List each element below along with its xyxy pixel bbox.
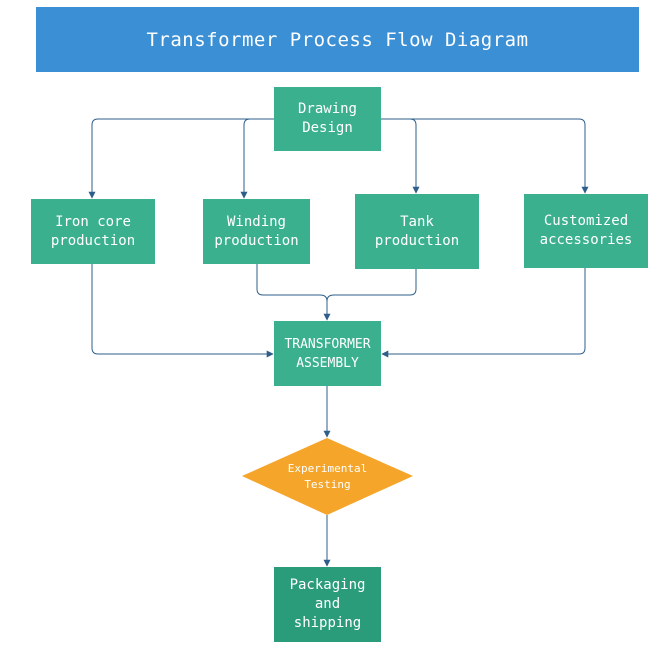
diagram-title: Transformer Process Flow Diagram xyxy=(36,7,639,72)
edge-tank-to-assembly xyxy=(326,269,417,320)
edge-winding-to-assembly xyxy=(256,264,331,321)
edge-design-to-tank xyxy=(381,118,420,194)
edge-iron-core-to-assembly xyxy=(91,264,274,358)
edge-design-to-winding xyxy=(240,118,274,199)
node-transformer-assembly[interactable]: TRANSFORMER ASSEMBLY xyxy=(274,321,381,386)
node-customized-accessories[interactable]: Customized accessories xyxy=(524,194,648,268)
node-tank-production[interactable]: Tank production xyxy=(355,194,479,269)
node-winding-production[interactable]: Winding production xyxy=(203,199,310,264)
node-drawing-design[interactable]: Drawing Design xyxy=(274,87,381,151)
node-iron-core-production[interactable]: Iron core production xyxy=(31,199,155,264)
edge-design-to-iron-core xyxy=(88,118,274,199)
node-packaging-and-shipping[interactable]: Packaging and shipping xyxy=(274,567,381,642)
decision-diamond xyxy=(242,438,413,515)
edge-accessories-to-assembly xyxy=(381,268,586,358)
edge-design-to-accessories xyxy=(381,118,589,194)
